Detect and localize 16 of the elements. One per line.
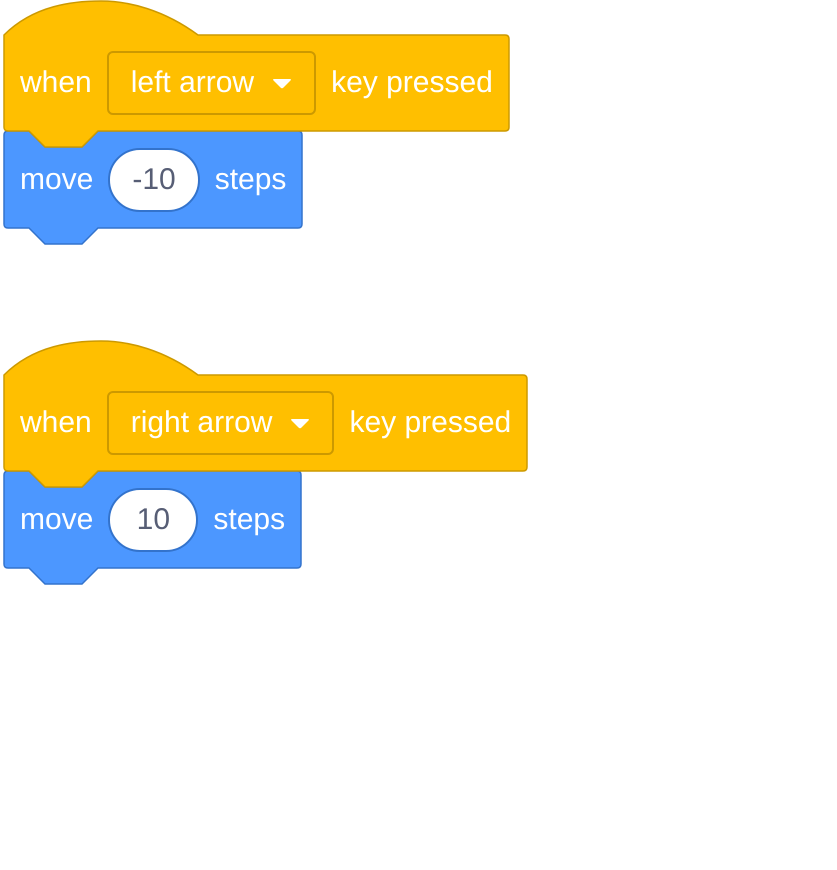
dropdown-value: right arrow bbox=[130, 406, 272, 440]
block-label: steps bbox=[214, 162, 286, 196]
block-label: key pressed bbox=[349, 406, 512, 440]
motion-block bbox=[4, 131, 302, 245]
event-hat-block bbox=[4, 0, 509, 148]
block-label: move bbox=[20, 502, 94, 536]
block-label: when bbox=[20, 66, 92, 100]
dropdown-menu bbox=[106, 391, 334, 455]
event-hat-block bbox=[4, 340, 527, 488]
dropdown-menu bbox=[106, 51, 316, 115]
dropdown-value: left arrow bbox=[130, 66, 254, 100]
block-label: when bbox=[20, 406, 92, 440]
block-label: steps bbox=[213, 502, 286, 536]
block-label: move bbox=[20, 162, 94, 196]
motion-block bbox=[4, 471, 301, 585]
block-label: key pressed bbox=[331, 66, 493, 100]
